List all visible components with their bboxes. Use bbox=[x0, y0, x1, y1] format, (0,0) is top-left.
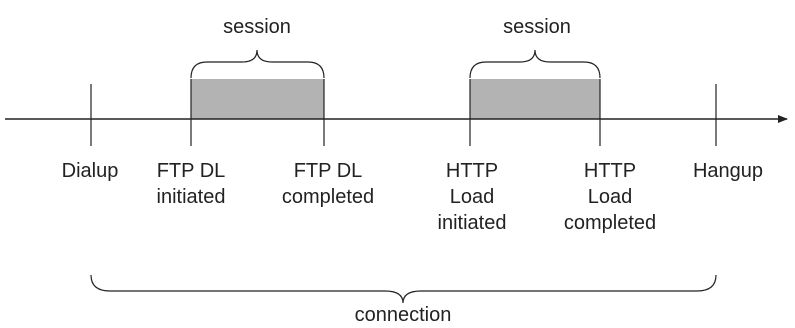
http-load-completed-label: HTTP Load completed bbox=[563, 160, 657, 234]
http-session-label: session bbox=[503, 16, 571, 38]
connection-label: connection bbox=[354, 304, 452, 326]
hangup-label: Hangup bbox=[692, 160, 764, 182]
ftp-session-block bbox=[191, 79, 324, 119]
ftp-dl-initiated-label: FTP DL initiated bbox=[156, 160, 226, 208]
http-load-initiated-label: HTTP Load initiated bbox=[437, 160, 507, 234]
http-session-brace bbox=[469, 49, 601, 79]
ftp-dl-completed-label: FTP DL completed bbox=[281, 160, 375, 208]
dialup-label: Dialup bbox=[61, 160, 119, 182]
ftp-session-brace bbox=[190, 49, 325, 79]
connection-brace bbox=[90, 274, 717, 304]
ftp-session-label: session bbox=[223, 16, 291, 38]
http-session-block bbox=[470, 79, 600, 119]
